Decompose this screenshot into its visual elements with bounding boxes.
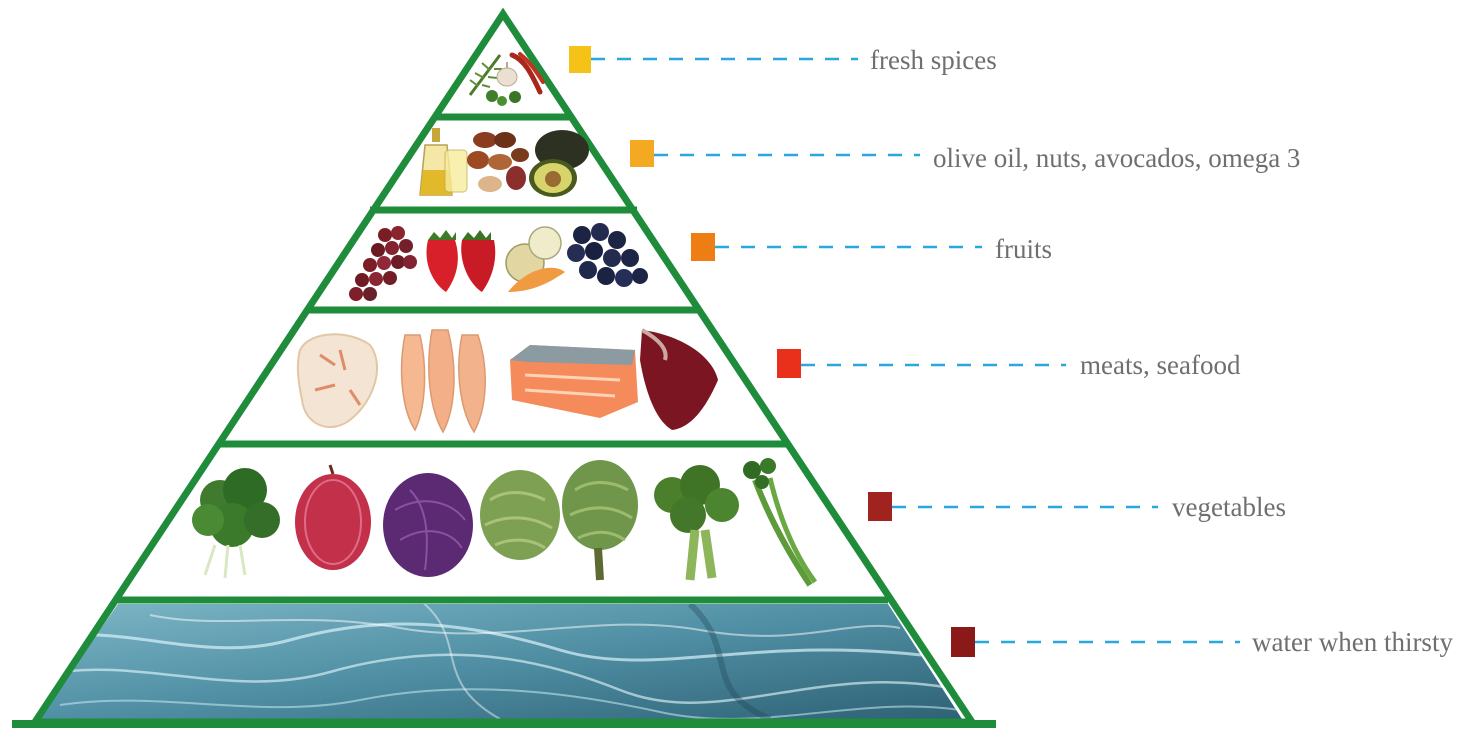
red-cabbage-icon xyxy=(383,473,473,577)
tier-marker-fresh-spices xyxy=(569,46,591,73)
tier-label-vegetables: vegetables xyxy=(1172,494,1286,521)
fats-tier-images xyxy=(420,128,589,197)
tier-marker-meats xyxy=(777,349,801,378)
tier-label-water: water when thirsty xyxy=(1252,629,1453,656)
melon-icon xyxy=(506,227,565,292)
vegetables-tier-images xyxy=(192,458,815,585)
tier-marker-vegetables xyxy=(868,492,892,521)
chicken-breast-icon xyxy=(402,330,486,432)
strawberries-icon xyxy=(426,230,495,292)
tier-label-fruits: fruits xyxy=(995,236,1052,263)
tier-marker-fruits xyxy=(691,233,715,261)
tier-marker-fats xyxy=(630,140,654,167)
meats-tier-images xyxy=(298,330,718,432)
parsley-icon xyxy=(486,90,521,106)
tier-label-fresh-spices: fresh spices xyxy=(870,47,997,74)
spinach-icon xyxy=(192,468,280,578)
avocado-icon xyxy=(529,130,589,197)
salmon-fillet-icon xyxy=(510,345,638,418)
tier-label-fats: olive oil, nuts, avocados, omega 3 xyxy=(933,145,1300,172)
red-onion-icon xyxy=(295,465,371,570)
water-icon xyxy=(30,600,970,725)
blueberries-icon xyxy=(567,223,648,287)
olive-oil-bottle-icon xyxy=(420,128,467,195)
artichoke-icon xyxy=(480,460,638,580)
red-meat-icon xyxy=(640,330,718,430)
celery-icon xyxy=(743,458,815,585)
tier-label-meats-seafood: meats, seafood xyxy=(1080,352,1240,379)
garlic-icon xyxy=(497,62,517,86)
tier-marker-water xyxy=(951,627,975,657)
mixed-nuts-icon xyxy=(467,132,529,192)
broccoli-icon xyxy=(654,465,739,580)
crab-meat-icon xyxy=(298,334,377,427)
chili-pepper-icon xyxy=(512,54,543,92)
fruits-tier-images xyxy=(349,223,648,301)
